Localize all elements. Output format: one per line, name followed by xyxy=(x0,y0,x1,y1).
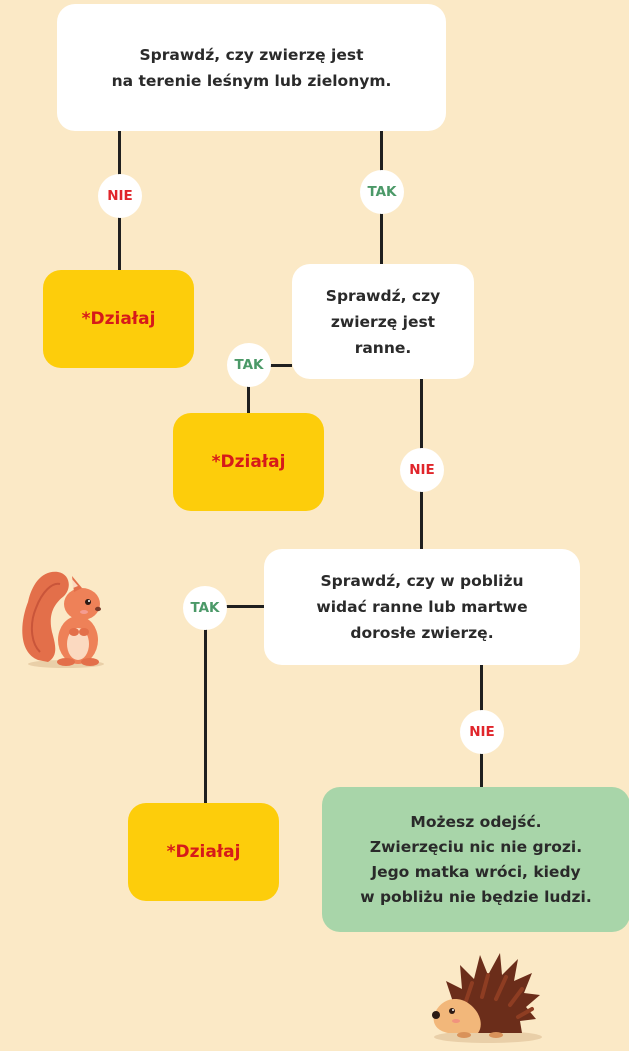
connector-q3-tak-v xyxy=(204,605,207,803)
action-box-act-3: *Działaj xyxy=(128,803,279,901)
action-box-act-2: *Działaj xyxy=(173,413,324,511)
question-box-adult-nearby: Sprawdź, czy w pobliżu widać ranne lub m… xyxy=(264,549,580,665)
badge-tak-q3: TAK xyxy=(183,586,227,630)
badge-tak-q1: TAK xyxy=(360,170,404,214)
connector-q3-tak-h xyxy=(205,605,265,608)
connector-q2-tak-v xyxy=(247,364,250,414)
action-box-act-1: *Działaj xyxy=(43,270,194,368)
badge-nie-q3: NIE xyxy=(460,710,504,754)
squirrel-illustration xyxy=(22,571,104,668)
question-box-injured: Sprawdź, czy zwierzę jest ranne. xyxy=(292,264,474,379)
hedgehog-illustration xyxy=(432,953,542,1043)
badge-nie-q1: NIE xyxy=(98,174,142,218)
question-box-forest: Sprawdź, czy zwierzę jest na terenie leś… xyxy=(57,4,446,131)
badge-nie-q2: NIE xyxy=(400,448,444,492)
badge-tak-q2: TAK xyxy=(227,343,271,387)
result-box-leave: Możesz odejść. Zwierzęciu nic nie grozi.… xyxy=(322,787,629,932)
